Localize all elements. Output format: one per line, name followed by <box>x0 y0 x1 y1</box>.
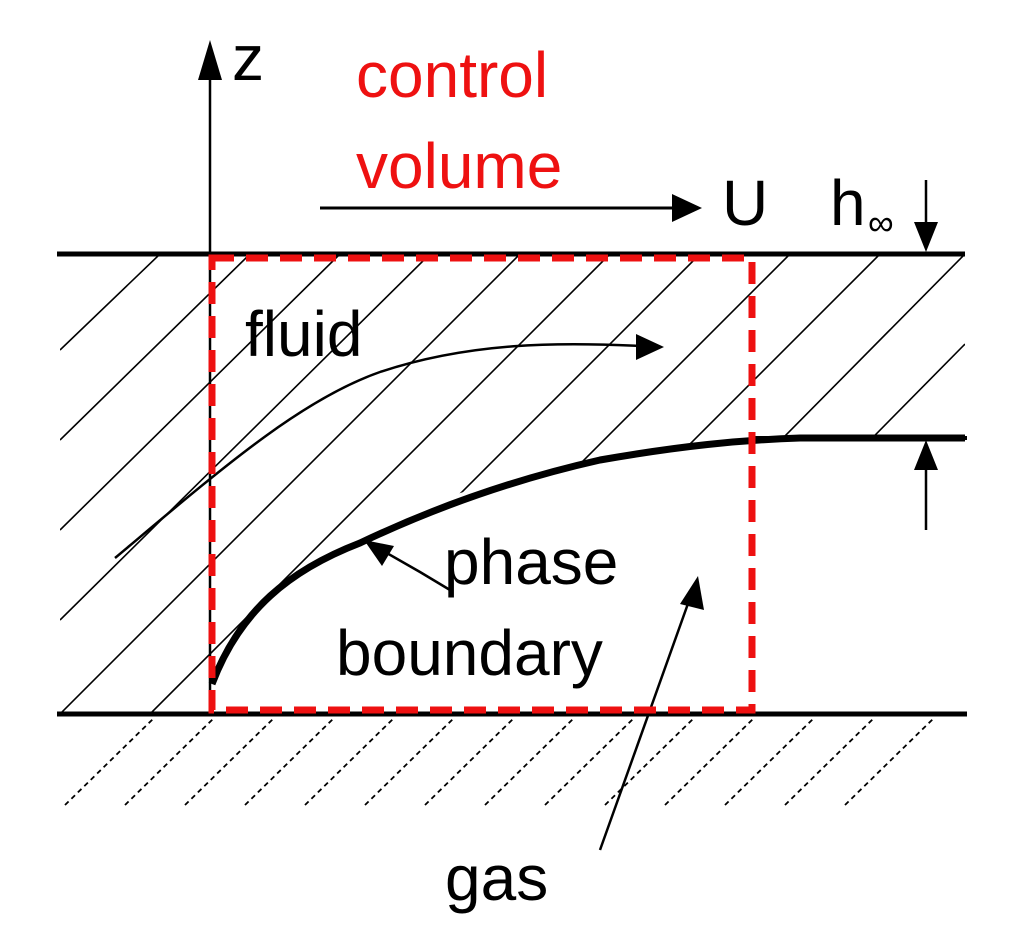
phase-boundary-curve <box>208 434 965 686</box>
z-axis-label: z <box>232 22 264 94</box>
streamline-arrowhead <box>636 334 664 360</box>
phase-boundary-label-line1: phase <box>444 526 618 598</box>
phase-boundary-pointer <box>377 546 451 592</box>
velocity-arrowhead <box>672 194 702 222</box>
gas-pointer-head <box>680 576 704 610</box>
h-top-arrowhead <box>914 222 938 252</box>
height-label-subscript: ∞ <box>868 202 894 243</box>
gas-pointer <box>598 597 692 851</box>
gas-label: gas <box>445 842 548 914</box>
control-volume-label-line1: control <box>356 39 548 111</box>
velocity-label: U <box>722 167 768 239</box>
streamline <box>114 342 641 559</box>
phase-boundary-label-line2: boundary <box>336 617 603 689</box>
z-axis-arrowhead <box>198 40 222 80</box>
wall-hatching <box>64 716 936 806</box>
phase-boundary-pointer-head <box>364 540 394 566</box>
control-volume-box <box>208 254 756 714</box>
control-volume-label-line2: volume <box>356 130 562 202</box>
h-bottom-arrowhead <box>914 440 938 470</box>
fluid-label: fluid <box>245 298 362 370</box>
height-label: h <box>830 167 866 239</box>
